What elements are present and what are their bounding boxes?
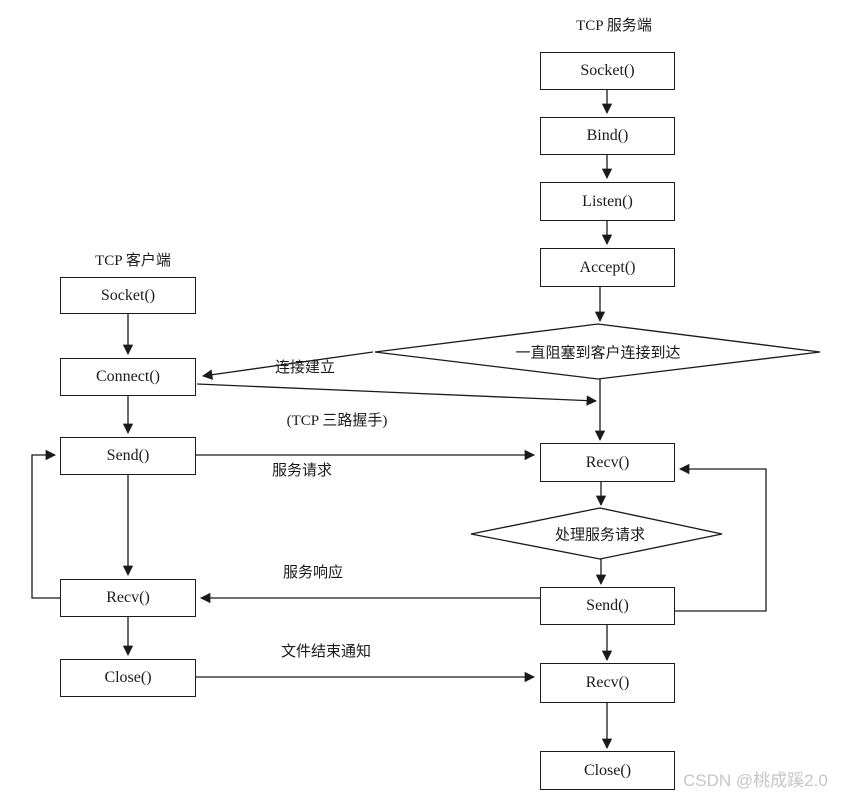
server-listen-box: Listen(): [540, 182, 675, 221]
server-recv-box: Recv(): [540, 443, 675, 482]
client-recv-box: Recv(): [60, 579, 196, 617]
diamond-process-request-label: 处理服务请求: [554, 527, 646, 544]
server-bind-box: Bind(): [540, 117, 675, 155]
edge-label-handshake: (TCP 三路握手): [286, 413, 388, 429]
client-column-title: TCP 客户端: [95, 253, 171, 269]
client-close-box: Close(): [60, 659, 196, 697]
edge-label-eof-notice: 文件结束通知: [280, 644, 372, 660]
server-column-title: TCP 服务端: [576, 18, 652, 34]
client-socket-box: Socket(): [60, 277, 196, 314]
server-diamond-process-request: [470, 507, 723, 560]
diamond-block-until-connect-label: 一直阻塞到客户连接到达: [515, 345, 681, 362]
watermark: CSDN @桃成蹊2.0: [683, 771, 828, 790]
server-send-box: Send(): [540, 587, 675, 625]
arrow-connection-established: [201, 351, 374, 380]
edge-label-service-response: 服务响应: [282, 565, 344, 581]
server-recv2-box: Recv(): [540, 663, 675, 703]
loop-client-recv-send: [31, 449, 60, 599]
server-socket-box: Socket(): [540, 52, 675, 90]
server-accept-box: Accept(): [540, 248, 675, 287]
server-close-box: Close(): [540, 751, 675, 790]
server-diamond-block-until-connect: [374, 323, 821, 380]
edge-label-service-request: 服务请求: [271, 463, 333, 479]
client-send-box: Send(): [60, 437, 196, 475]
loop-server-send-recv: [675, 463, 767, 612]
client-connect-box: Connect(): [60, 358, 196, 396]
edge-label-connection-established: 连接建立: [274, 360, 336, 376]
arrow-handshake: [196, 383, 598, 406]
